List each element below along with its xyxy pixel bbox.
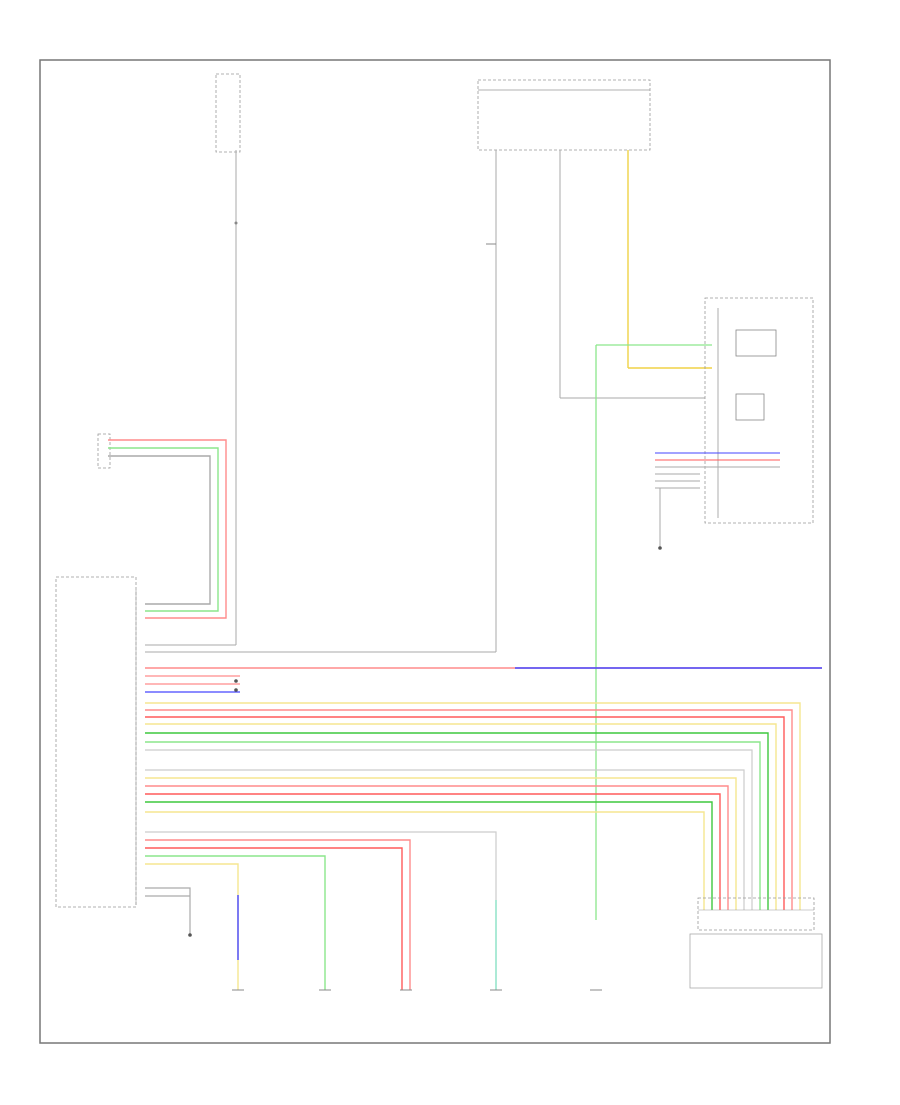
top-left-power-branch (145, 73, 241, 646)
diagram-frame (39, 59, 831, 1044)
harness-wires (145, 667, 822, 990)
junction-dots (188, 546, 662, 937)
left-sensor-connector (97, 433, 227, 619)
top-right-fuse-block (145, 79, 712, 653)
green-vertical-wire (595, 344, 712, 920)
combination-meter-module (655, 297, 814, 548)
bottom-right-connector (689, 897, 823, 989)
main-control-unit (55, 576, 137, 908)
